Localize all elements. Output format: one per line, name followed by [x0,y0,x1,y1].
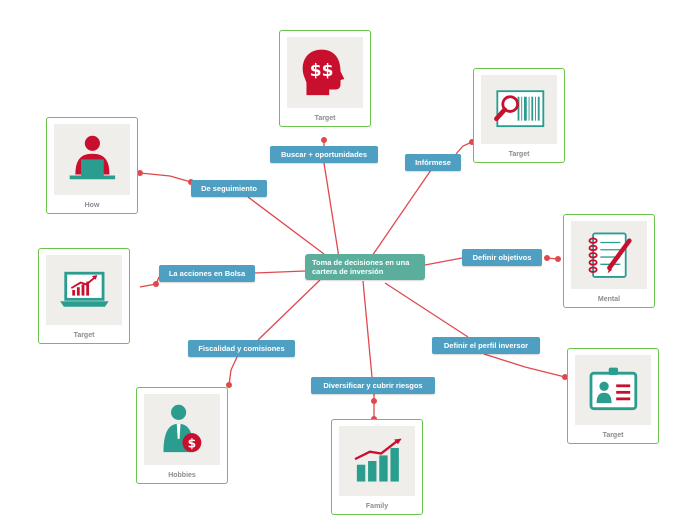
card-caption: Target [314,115,336,122]
topic-label: Fiscalidad y comisiones [198,344,285,353]
desk-worker-icon [54,124,130,195]
card-barcode[interactable]: Target [473,68,565,163]
card-caption: Family [365,503,389,510]
card-dollar-head[interactable]: $$ Target [279,30,371,127]
central-topic[interactable]: Toma de decisiones en una cartera de inv… [305,254,425,280]
topic-label: La acciones en Bolsa [168,269,246,278]
card-caption: Target [602,432,624,439]
topic-label: Diversificar y cubrir riesgos [323,381,423,390]
card-caption: Target [508,151,530,158]
topic-label: Infórmese [415,158,451,167]
topic-informese[interactable]: Infórmese [405,154,461,171]
topic-buscar-oportunidades[interactable]: Buscar + oportunidades [270,146,378,163]
topic-definir-objetivos[interactable]: Definir objetivos [462,249,542,266]
card-laptop[interactable]: Target [38,248,130,344]
card-caption: Hobbies [168,472,196,479]
barcode-magnifier-icon [481,75,557,144]
topic-label: Definir objetivos [472,253,532,262]
topic-de-seguimiento[interactable]: De seguimiento [191,180,267,197]
card-growth-chart[interactable]: Family [331,419,423,515]
card-worker[interactable]: How [46,117,138,214]
topic-label: Definir el perfil inversor [443,341,529,350]
laptop-chart-icon [46,255,122,325]
svg-text:$$: $$ [309,61,333,81]
notebook-pen-icon [571,221,647,289]
growth-chart-icon [339,426,415,496]
card-caption: How [84,202,100,209]
topic-fiscalidad-comisiones[interactable]: Fiscalidad y comisiones [188,340,295,357]
topic-perfil-inversor[interactable]: Definir el perfil inversor [432,337,540,354]
topic-label: Buscar + oportunidades [280,150,368,159]
central-topic-label: Toma de decisiones en una cartera de inv… [312,257,410,276]
card-notebook[interactable]: Mental [563,214,655,308]
topic-acciones-bolsa[interactable]: La acciones en Bolsa [159,265,255,282]
card-caption: Target [73,332,95,339]
id-badge-icon [575,355,651,425]
card-caption: Mental [597,296,621,303]
head-dollar-icon: $$ [287,37,363,108]
businessman-dollar-icon: $ [144,394,220,465]
svg-text:$: $ [187,436,196,450]
topic-label: De seguimiento [201,184,257,193]
card-businessman[interactable]: $ Hobbies [136,387,228,484]
topic-diversificar-riesgos[interactable]: Diversificar y cubrir riesgos [311,377,435,394]
card-id-badge[interactable]: Target [567,348,659,444]
